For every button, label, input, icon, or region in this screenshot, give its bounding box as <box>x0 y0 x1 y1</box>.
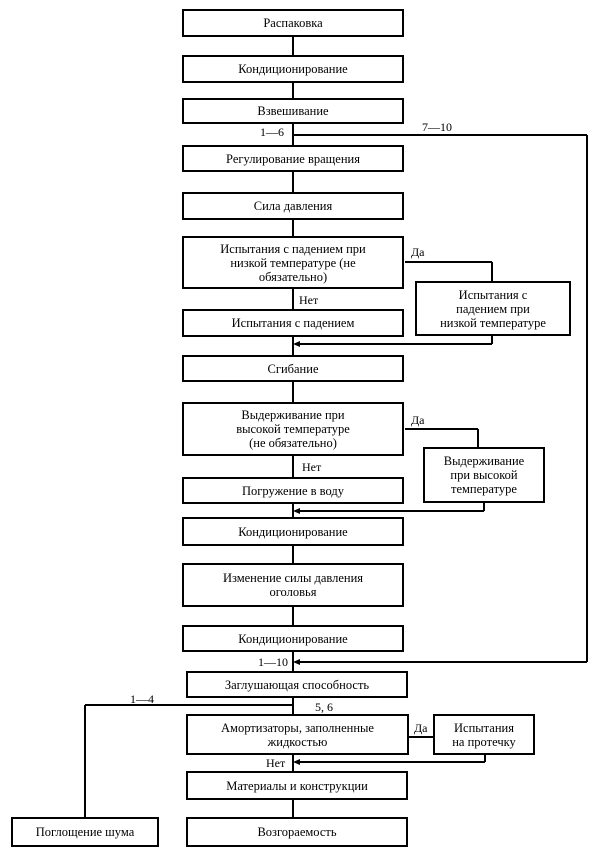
step-conditioning-1: Кондиционирование <box>182 55 404 83</box>
step-leak-test-label: Испытания на протечку <box>452 720 516 749</box>
step-drop-test: Испытания с падением <box>182 309 404 337</box>
label-range-1-10: 1—10 <box>258 655 288 669</box>
step-attenuation-label: Заглушающая способность <box>224 677 370 692</box>
step-drop-test-low-temp-label: Испытания с падением при низкой температ… <box>440 287 546 330</box>
step-rotation-adjustment: Регулирование вращения <box>182 145 404 172</box>
label-range-7-10: 7—10 <box>422 120 452 134</box>
step-liquid-cushions: Амортизаторы, заполненные жидкостью <box>186 714 409 755</box>
step-drop-test-low-temp: Испытания с падением при низкой температ… <box>415 281 571 336</box>
step-high-temp-hold-optional-label: Выдерживание при высокой температуре (не… <box>236 408 350 450</box>
label-range-1-6: 1—6 <box>260 125 284 139</box>
step-drop-test-label: Испытания с падением <box>231 316 355 330</box>
label-yes-low-temp: Да <box>411 245 425 259</box>
step-noise-absorption: Поглощение шума <box>11 817 159 847</box>
step-materials: Материалы и конструкции <box>186 771 408 800</box>
step-conditioning-1-label: Кондиционирование <box>238 62 348 76</box>
label-range-1-4: 1—4 <box>130 692 154 706</box>
step-pressure-force-label: Сила давления <box>253 199 333 213</box>
label-no-low-temp: Нет <box>299 293 319 307</box>
step-water-immersion: Погружение в воду <box>182 477 404 504</box>
step-drop-test-low-temp-optional: Испытания с падением при низкой температ… <box>182 236 404 289</box>
step-materials-label: Материалы и конструкции <box>226 778 368 793</box>
step-rotation-adjustment-label: Регулирование вращения <box>226 151 360 166</box>
step-conditioning-3-label: Кондиционирование <box>238 631 348 646</box>
step-attenuation: Заглушающая способность <box>186 671 408 698</box>
label-no-high-temp: Нет <box>302 460 322 474</box>
step-pressure-force: Сила давления <box>182 192 404 220</box>
step-high-temp-hold: Выдерживание при высокой температуре <box>423 447 545 503</box>
step-conditioning-3: Кондиционирование <box>182 625 404 652</box>
step-flammability: Возгораемость <box>186 817 408 847</box>
step-leak-test: Испытания на протечку <box>433 714 535 755</box>
step-conditioning-2: Кондиционирование <box>182 517 404 546</box>
step-conditioning-2-label: Кондиционирование <box>238 524 348 539</box>
step-weighing: Взвешивание <box>182 98 404 124</box>
step-high-temp-hold-optional: Выдерживание при высокой температуре (не… <box>182 402 404 456</box>
step-headband-force-change-label: Изменение силы давления оголовья <box>222 571 364 599</box>
label-range-5-6: 5, 6 <box>315 700 333 714</box>
label-yes-leak: Да <box>414 721 428 735</box>
label-yes-high-temp: Да <box>411 413 425 427</box>
step-weighing-label: Взвешивание <box>257 104 329 118</box>
step-bending: Сгибание <box>182 355 404 382</box>
step-headband-force-change: Изменение силы давления оголовья <box>182 563 404 607</box>
step-high-temp-hold-label: Выдерживание при высокой температуре <box>443 454 525 496</box>
step-unpacking: Распаковка <box>182 9 404 37</box>
step-bending-label: Сгибание <box>267 361 319 376</box>
step-noise-absorption-label: Поглощение шума <box>35 825 135 839</box>
step-drop-test-low-temp-optional-label: Испытания с падением при низкой температ… <box>220 241 366 284</box>
step-water-immersion-label: Погружение в воду <box>242 483 344 498</box>
step-unpacking-label: Распаковка <box>263 16 323 30</box>
label-no-leak: Нет <box>266 756 286 770</box>
step-flammability-label: Возгораемость <box>257 825 337 839</box>
step-liquid-cushions-label: Амортизаторы, заполненные жидкостью <box>221 720 374 749</box>
